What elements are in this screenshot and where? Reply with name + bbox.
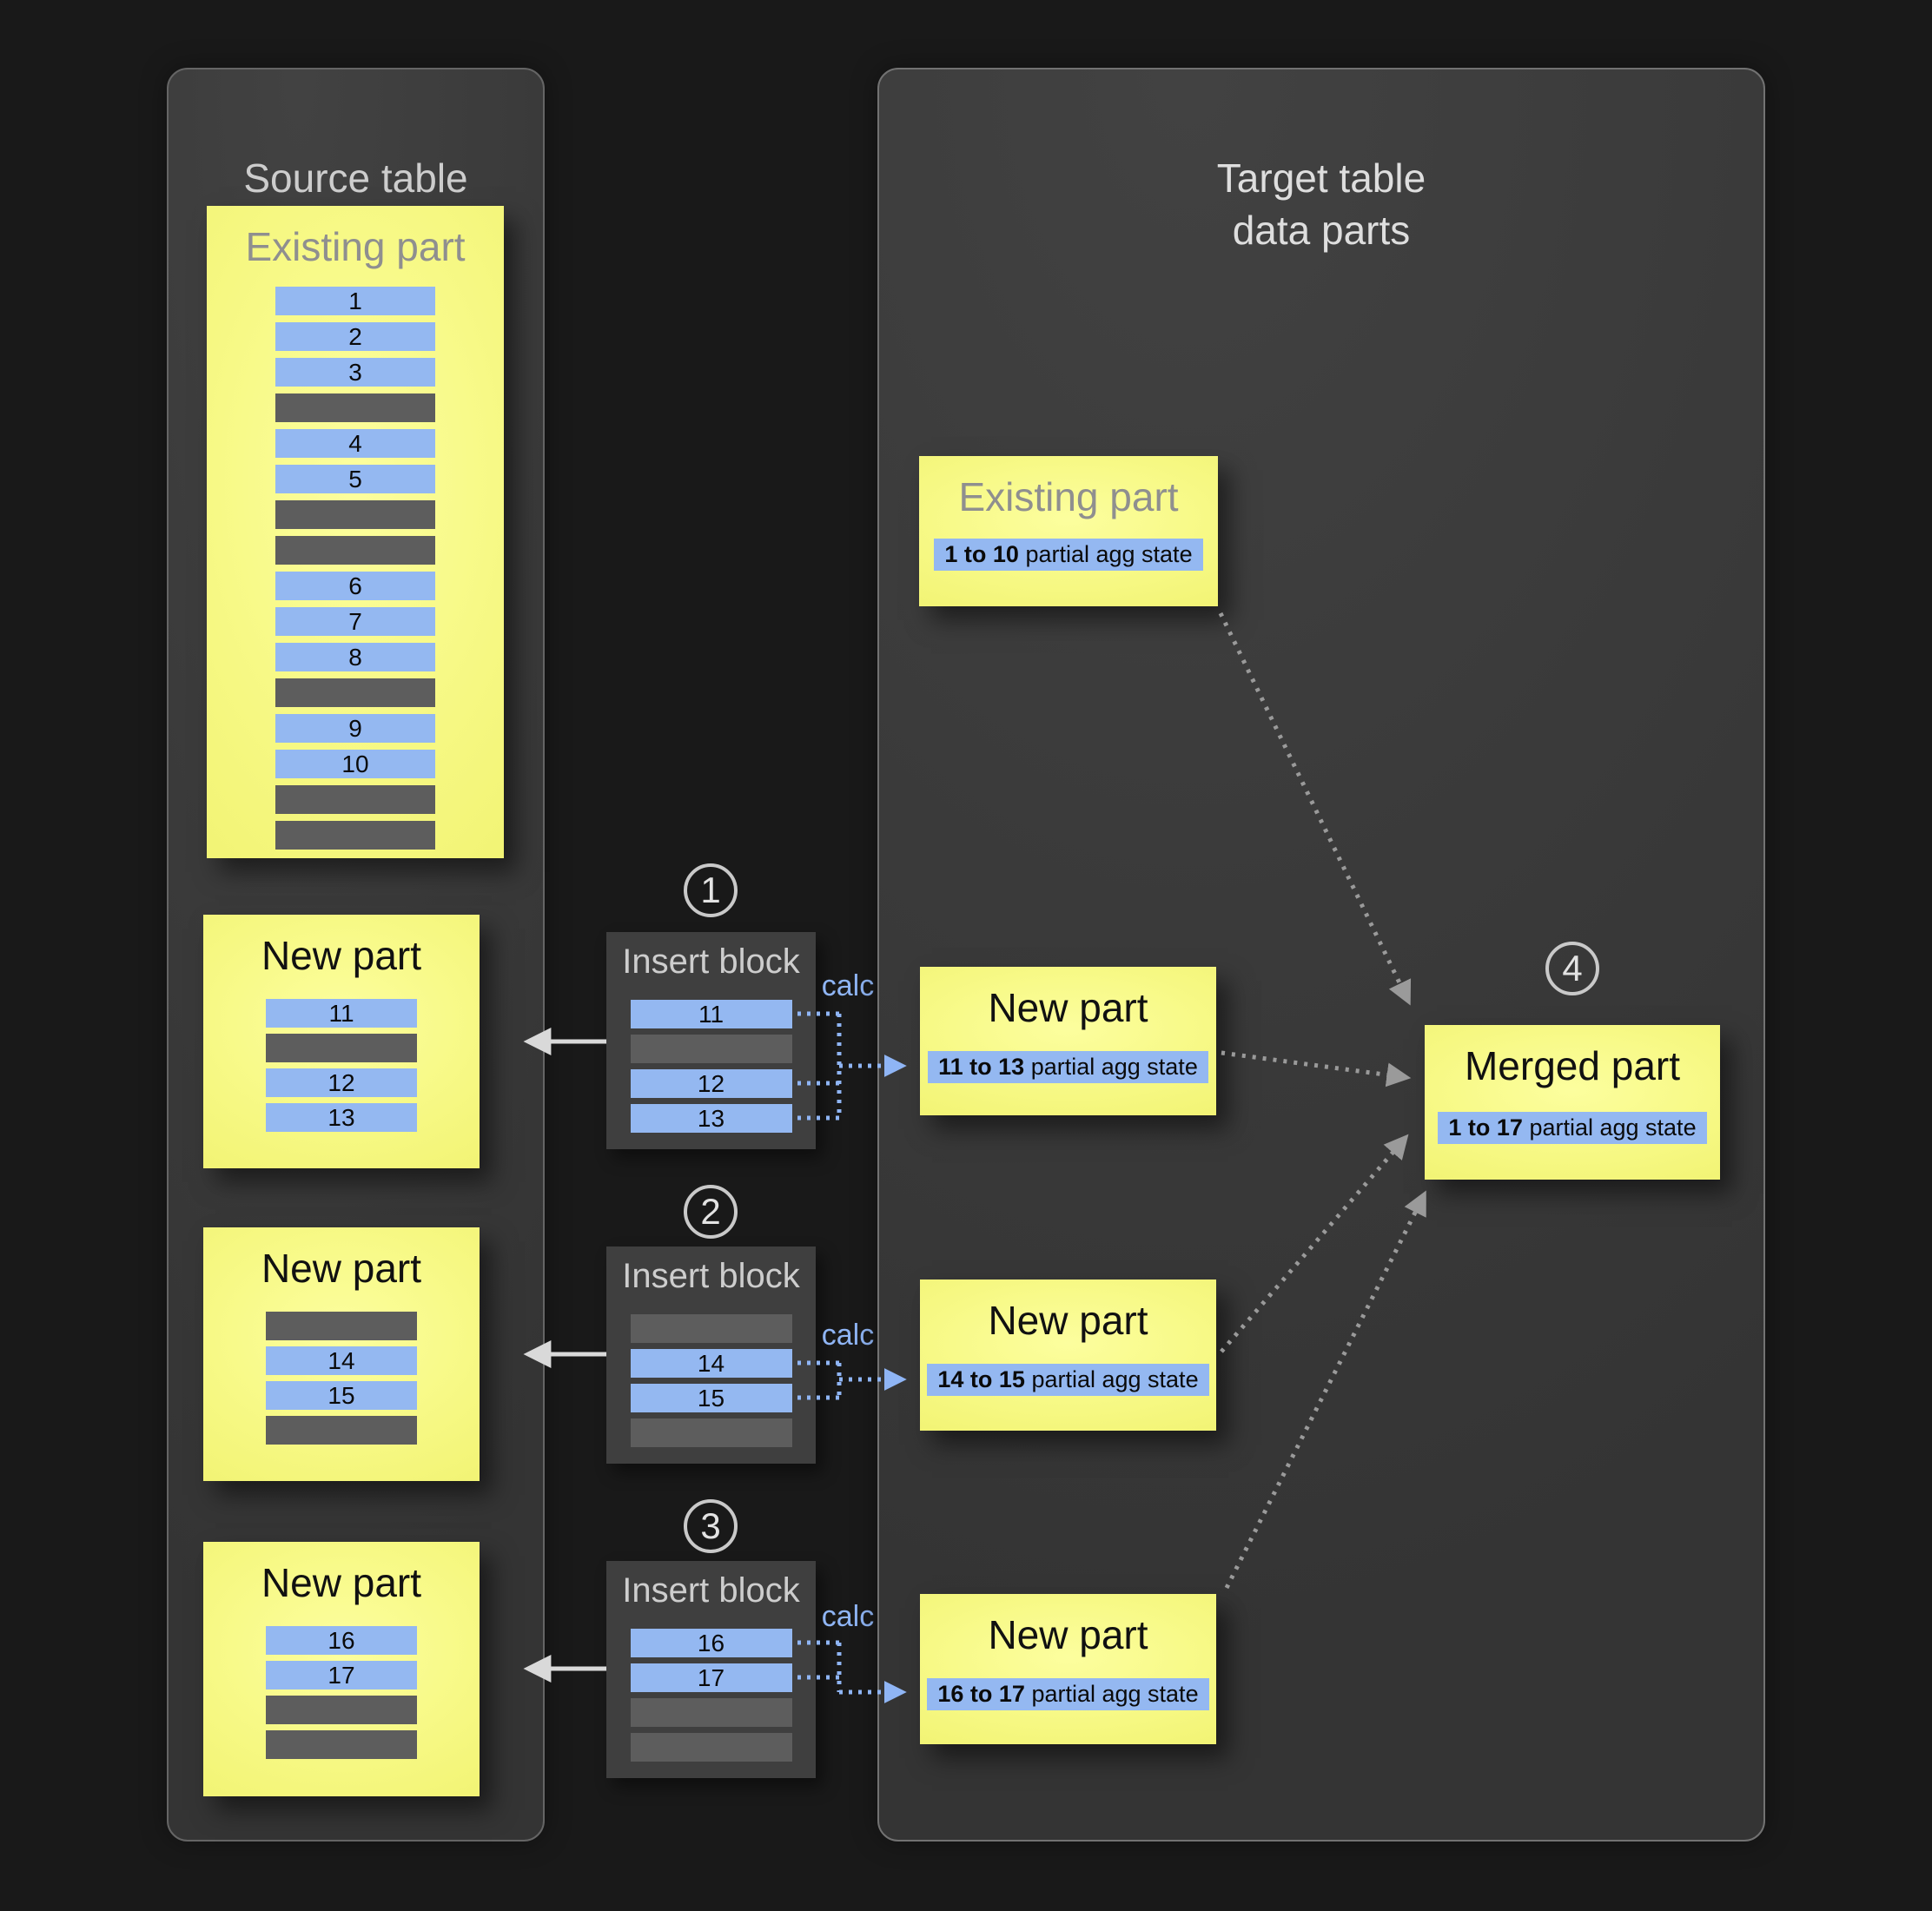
data-row: 4 bbox=[275, 429, 435, 458]
source-new-part-1-title: New part bbox=[261, 933, 422, 978]
target-new-part-1-agg-state: 11 to 13 partial agg state bbox=[920, 1051, 1216, 1083]
data-row: 11 bbox=[630, 1000, 792, 1028]
data-row: 16 bbox=[266, 1626, 417, 1655]
step-4-badge: 4 bbox=[1545, 942, 1599, 995]
data-row: 12 bbox=[266, 1068, 417, 1097]
data-row: 17 bbox=[630, 1663, 792, 1692]
insert-block-1-title: Insert block bbox=[622, 942, 800, 981]
data-row: 7 bbox=[275, 607, 435, 636]
filler-row bbox=[630, 1035, 792, 1063]
data-row: 15 bbox=[266, 1381, 417, 1410]
agg-label: partial agg state bbox=[1522, 1114, 1697, 1141]
agg-label: partial agg state bbox=[1018, 541, 1193, 567]
filler-row bbox=[266, 1034, 417, 1062]
step-1-badge: 1 bbox=[684, 863, 738, 917]
filler-row bbox=[266, 1730, 417, 1759]
target-table-panel: Target table data parts bbox=[877, 68, 1765, 1842]
filler-row bbox=[630, 1418, 792, 1447]
target-new-part-1: New part 11 to 13 partial agg state bbox=[920, 967, 1216, 1115]
target-new-part-3-agg-state: 16 to 17 partial agg state bbox=[920, 1678, 1216, 1710]
filler-row bbox=[630, 1698, 792, 1727]
target-new-part-2-title: New part bbox=[988, 1298, 1148, 1343]
insert-block-3-title: Insert block bbox=[622, 1571, 800, 1610]
target-new-part-3-title: New part bbox=[988, 1612, 1148, 1657]
insert-block-2-title: Insert block bbox=[622, 1257, 800, 1295]
merged-part-agg-state: 1 to 17 partial agg state bbox=[1425, 1112, 1720, 1144]
target-existing-part-agg-state: 1 to 10 partial agg state bbox=[919, 539, 1218, 571]
data-row: 13 bbox=[266, 1103, 417, 1132]
target-existing-part-title: Existing part bbox=[958, 474, 1179, 519]
data-row: 13 bbox=[630, 1104, 792, 1133]
data-row: 14 bbox=[266, 1346, 417, 1375]
source-new-part-1-rows: 11 12 13 bbox=[203, 999, 480, 1132]
data-row: 5 bbox=[275, 465, 435, 493]
data-row: 14 bbox=[630, 1349, 792, 1378]
data-row: 6 bbox=[275, 572, 435, 600]
step-2-badge: 2 bbox=[684, 1185, 738, 1239]
target-new-part-2: New part 14 to 15 partial agg state bbox=[920, 1280, 1216, 1431]
source-existing-part-title: Existing part bbox=[245, 224, 466, 269]
target-panel-title-line2: data parts bbox=[1232, 207, 1411, 253]
calc-label-2: calc bbox=[821, 1319, 875, 1352]
target-panel-title-line1: Target table bbox=[1216, 155, 1426, 201]
source-existing-part: Existing part 1 2 3 4 5 6 7 8 9 10 bbox=[207, 206, 504, 858]
agg-range: 1 to 10 bbox=[944, 541, 1019, 567]
source-new-part-2-title: New part bbox=[261, 1246, 422, 1291]
agg-label: partial agg state bbox=[1024, 1366, 1199, 1392]
filler-row bbox=[275, 821, 435, 850]
agg-range: 14 to 15 bbox=[937, 1366, 1025, 1392]
calc-label-3: calc bbox=[821, 1600, 875, 1633]
agg-label: partial agg state bbox=[1024, 1054, 1198, 1080]
data-row: 1 bbox=[275, 287, 435, 315]
agg-label: partial agg state bbox=[1024, 1681, 1199, 1707]
target-panel-title: Target table data parts bbox=[879, 153, 1763, 257]
data-row: 2 bbox=[275, 322, 435, 351]
filler-row bbox=[275, 678, 435, 707]
agg-range: 16 to 17 bbox=[937, 1681, 1025, 1707]
source-new-part-1: New part 11 12 13 bbox=[203, 915, 480, 1168]
data-row: 12 bbox=[630, 1069, 792, 1098]
step-3-badge: 3 bbox=[684, 1499, 738, 1553]
data-row: 8 bbox=[275, 643, 435, 671]
filler-row bbox=[630, 1314, 792, 1343]
agg-range: 1 to 17 bbox=[1448, 1114, 1523, 1141]
filler-row bbox=[275, 500, 435, 529]
source-panel-title-line1: Source table bbox=[243, 155, 468, 201]
target-new-part-1-title: New part bbox=[988, 985, 1148, 1030]
data-row: 17 bbox=[266, 1661, 417, 1689]
filler-row bbox=[266, 1416, 417, 1445]
source-new-part-3-title: New part bbox=[261, 1560, 422, 1605]
target-new-part-3: New part 16 to 17 partial agg state bbox=[920, 1594, 1216, 1744]
agg-range: 11 to 13 bbox=[938, 1054, 1025, 1080]
target-new-part-2-agg-state: 14 to 15 partial agg state bbox=[920, 1364, 1216, 1396]
calc-label-1: calc bbox=[821, 969, 875, 1002]
data-row: 3 bbox=[275, 358, 435, 387]
filler-row bbox=[275, 536, 435, 565]
filler-row bbox=[275, 785, 435, 814]
data-row: 11 bbox=[266, 999, 417, 1028]
insert-block-1-rows: 11 12 13 bbox=[606, 1000, 816, 1133]
insert-block-1: Insert block 11 12 13 bbox=[606, 932, 816, 1149]
merged-part-title: Merged part bbox=[1464, 1043, 1680, 1088]
target-existing-part: Existing part 1 to 10 partial agg state bbox=[919, 456, 1218, 606]
data-row: 16 bbox=[630, 1629, 792, 1657]
filler-row bbox=[266, 1696, 417, 1724]
merged-part: Merged part 1 to 17 partial agg state bbox=[1425, 1025, 1720, 1180]
filler-row bbox=[266, 1312, 417, 1340]
source-existing-part-rows: 1 2 3 4 5 6 7 8 9 10 bbox=[207, 287, 504, 850]
data-row: 9 bbox=[275, 714, 435, 743]
data-row: 15 bbox=[630, 1384, 792, 1412]
filler-row bbox=[630, 1733, 792, 1762]
filler-row bbox=[275, 393, 435, 422]
data-row: 10 bbox=[275, 750, 435, 778]
